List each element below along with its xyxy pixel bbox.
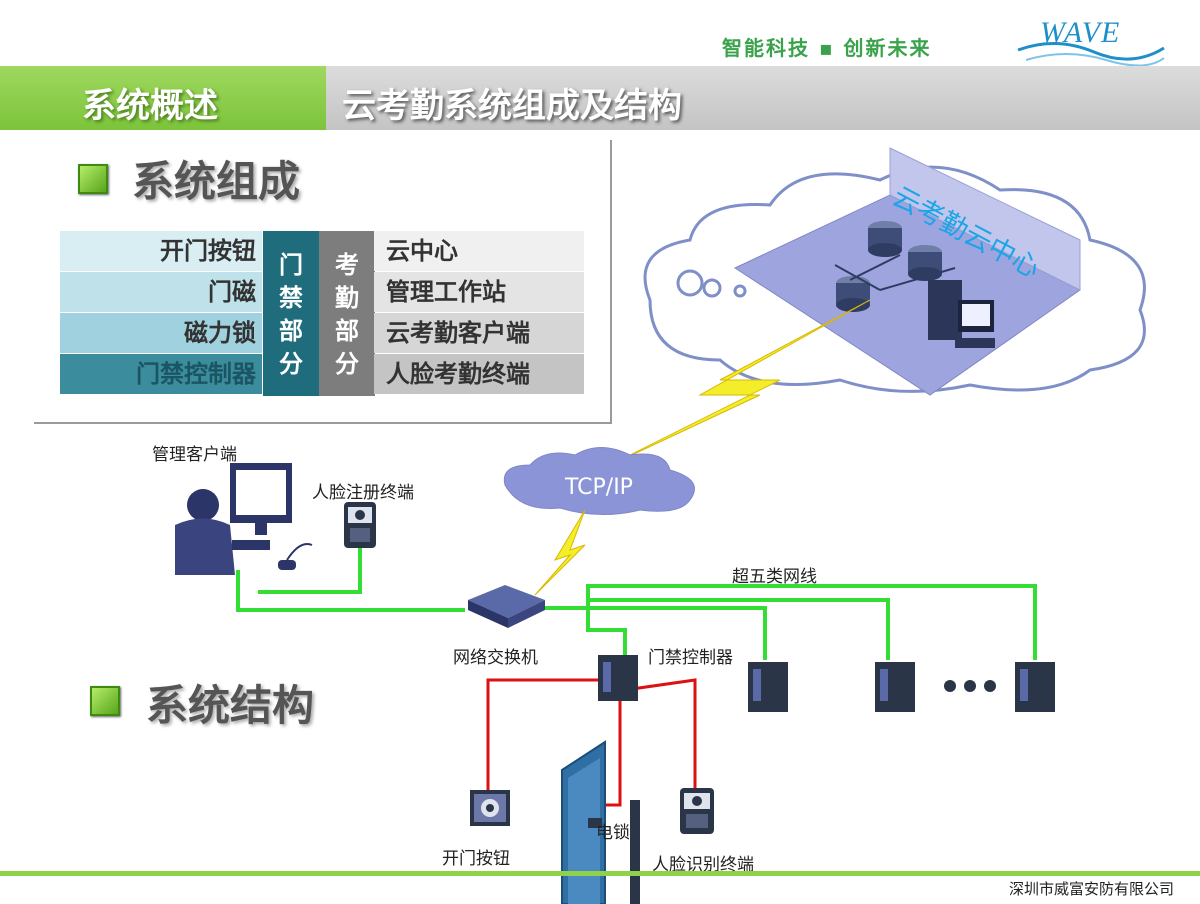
composition-panel	[34, 140, 612, 424]
database-icon	[908, 245, 942, 281]
cloud-center-wall	[889, 147, 1081, 291]
server-workstation-icon	[928, 280, 995, 348]
title-bar: 系统概述 云考勤系统组成及结构	[0, 66, 1200, 130]
access-item: 开门按钮	[60, 231, 262, 271]
cable-label: 超五类网线	[732, 567, 817, 587]
access-controller-icon	[1015, 662, 1055, 712]
lock-label: 电锁	[596, 823, 630, 843]
door-icon	[561, 740, 640, 904]
lightning-bolt-icon	[534, 509, 586, 596]
attendance-group-label: 考 勤 部 分	[319, 231, 375, 396]
section-label: 系统概述	[82, 86, 218, 126]
footer-line	[0, 871, 1200, 876]
open-button-label: 开门按钮	[442, 849, 510, 869]
access-item: 磁力锁	[60, 313, 262, 353]
company-name: 深圳市威富安防有限公司	[1008, 880, 1174, 898]
attendance-item: 人脸考勤终端	[374, 354, 584, 394]
network-cable	[236, 548, 1037, 660]
access-controller-icon	[598, 655, 638, 701]
attendance-group-char: 考	[335, 251, 359, 279]
attendance-group-char: 部	[335, 317, 359, 345]
access-group-char: 门	[279, 251, 303, 279]
management-client-icon	[175, 463, 313, 575]
switch-label: 网络交换机	[453, 648, 538, 668]
database-icon	[836, 276, 870, 312]
access-group-label: 门 禁 部 分	[263, 231, 319, 396]
section-tab: 系统概述	[0, 66, 326, 130]
tcpip-label: TCP/IP	[565, 475, 633, 500]
tcpip-cloud	[503, 447, 695, 515]
exit-button-icon	[470, 790, 510, 826]
attendance-group-char: 勤	[335, 284, 359, 312]
composition-heading: 系统组成	[132, 157, 301, 206]
face-register-label: 人脸注册终端	[312, 483, 414, 503]
wave-swoosh-icon	[1017, 41, 1165, 67]
management-client-label: 管理客户端	[152, 445, 237, 465]
face-register-terminal-icon	[344, 502, 376, 548]
access-group-char: 禁	[279, 284, 303, 312]
access-controller-icon	[748, 662, 788, 712]
access-item: 门禁控制器	[60, 354, 262, 394]
attendance-item: 管理工作站	[374, 272, 584, 312]
face-recognition-terminal-icon	[680, 788, 714, 834]
access-controller-icon	[875, 662, 915, 712]
structure-heading: 系统结构	[146, 681, 315, 730]
control-wire	[486, 678, 697, 807]
attendance-item: 云中心	[374, 231, 584, 271]
slogan: 智能科技 ▪ 创新未来	[722, 36, 932, 60]
ellipsis-icon	[944, 680, 996, 692]
access-item: 门磁	[60, 272, 262, 312]
access-group-char: 分	[279, 350, 303, 378]
controller-label: 门禁控制器	[648, 648, 733, 668]
green-bullet-icon	[78, 164, 108, 194]
network-switch-icon	[468, 585, 545, 628]
attendance-group-char: 分	[335, 350, 359, 378]
face-terminal-label: 人脸识别终端	[652, 855, 754, 875]
attendance-item: 云考勤客户端	[374, 313, 584, 353]
slide-title: 云考勤系统组成及结构	[342, 86, 682, 126]
title-band: 云考勤系统组成及结构	[326, 66, 1200, 130]
access-group-char: 部	[279, 317, 303, 345]
database-icon	[868, 221, 902, 257]
green-bullet-icon	[90, 686, 120, 716]
